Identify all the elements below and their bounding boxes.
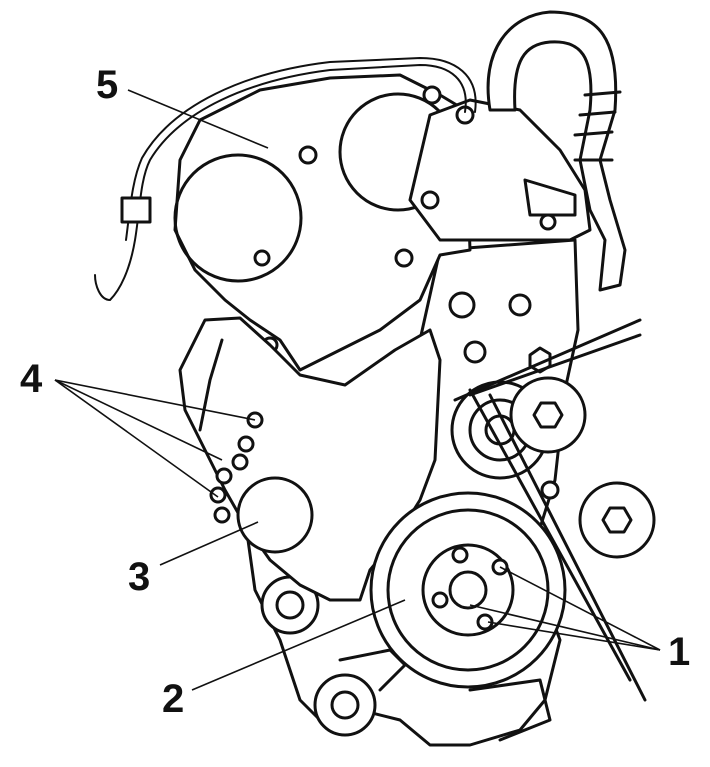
vacuum-hose [94,56,477,302]
camshaft-sprocket-outline [173,153,303,283]
block-bolt-b [508,293,532,317]
leader-lines [54,89,661,691]
coolant-pipe [486,10,627,292]
cover-plug [236,476,314,554]
block-bolt-c [463,340,487,364]
idler-pulley-lower [578,481,656,559]
pump-bracket [408,98,592,242]
callout-5: 5 [96,63,118,107]
callout-3: 3 [128,555,150,599]
block-bolt-a [448,291,476,319]
cover-bolts [209,411,264,524]
callout-2: 2 [162,677,184,721]
hose-clip [120,196,152,224]
timing-belt-cover-upper [173,73,472,372]
auxiliary-belt [453,318,647,702]
crankshaft-pulley [369,491,567,689]
pulley-bolts [431,546,509,631]
idler-pulley-upper [509,376,587,500]
callout-4: 4 [20,357,43,401]
callout-1: 1 [668,630,690,674]
